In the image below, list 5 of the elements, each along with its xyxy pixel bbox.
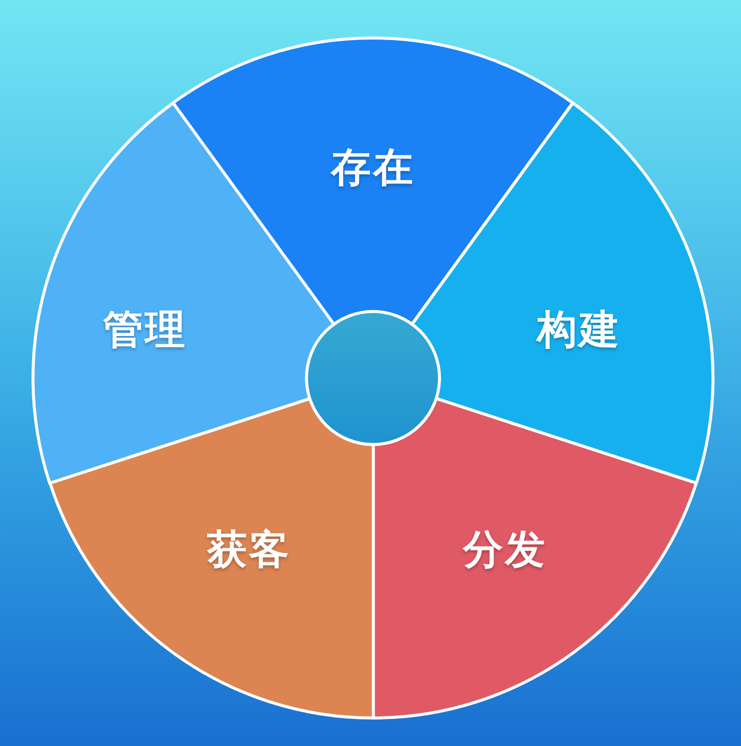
segment-label: 构建 bbox=[537, 310, 621, 350]
segment-label: 管理 bbox=[103, 310, 187, 350]
segment-label: 存在 bbox=[330, 148, 415, 188]
segment-label: 获客 bbox=[206, 530, 291, 570]
segment-label: 分发 bbox=[463, 530, 547, 570]
